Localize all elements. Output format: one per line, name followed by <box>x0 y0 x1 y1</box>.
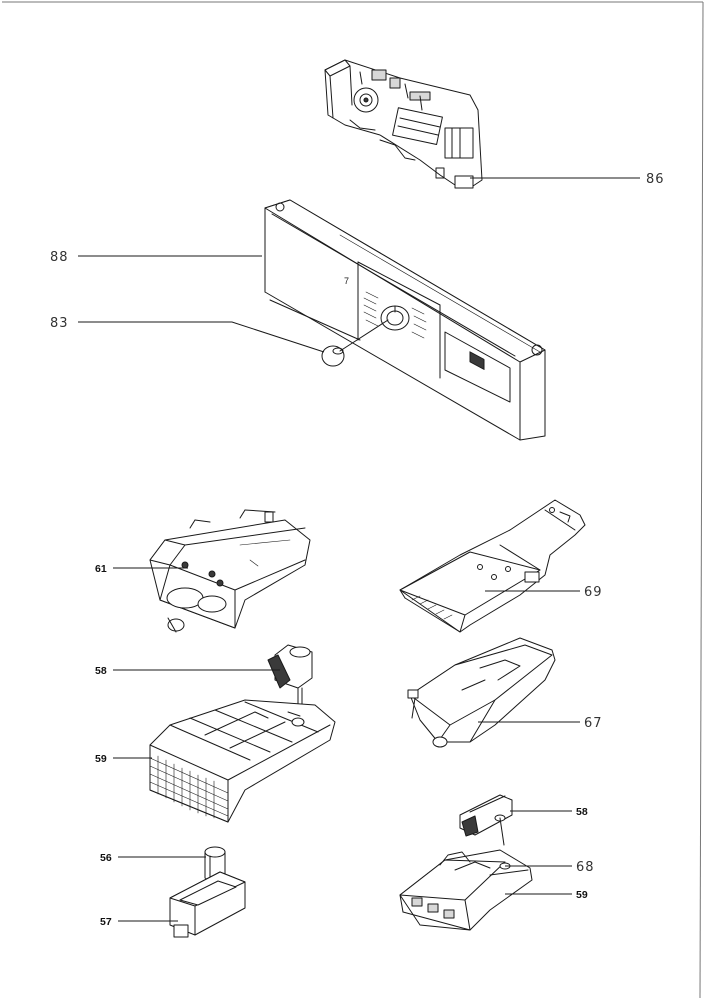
part-59-detergent-drawer <box>149 699 336 823</box>
label-58-upper: 58 <box>95 665 107 677</box>
label-69: 69 <box>584 585 603 600</box>
part-58-siphon-cap-lower <box>459 794 513 846</box>
label-59-left: 59 <box>95 753 107 765</box>
label-86: 86 <box>646 172 665 187</box>
label-57: 57 <box>100 916 112 928</box>
part-67-dispenser-tray <box>407 637 556 748</box>
label-59-right: 59 <box>576 889 588 901</box>
part-88-control-panel: 7 <box>264 199 546 441</box>
label-68: 68 <box>576 860 595 875</box>
part-86-electronic-module <box>324 59 483 189</box>
part-69-dispenser-cover <box>399 499 586 633</box>
label-88: 88 <box>50 250 69 265</box>
drawer-grille <box>149 755 229 819</box>
part-83-knob <box>321 319 389 367</box>
label-58-lower: 58 <box>576 806 588 818</box>
part-68-59-drawer-assembly <box>399 849 533 931</box>
label-67: 67 <box>584 716 603 731</box>
label-56: 56 <box>100 852 112 864</box>
leader-lines <box>78 177 640 922</box>
label-83: 83 <box>50 316 69 331</box>
part-61-dispenser-housing <box>149 509 311 633</box>
part-58-siphon-cap-upper <box>267 644 313 713</box>
svg-text:7: 7 <box>344 276 349 286</box>
part-57-liquid-insert <box>169 871 246 938</box>
part-labels: 86 88 83 61 69 58 67 59 56 57 58 68 59 <box>50 172 665 928</box>
label-61: 61 <box>95 563 107 575</box>
